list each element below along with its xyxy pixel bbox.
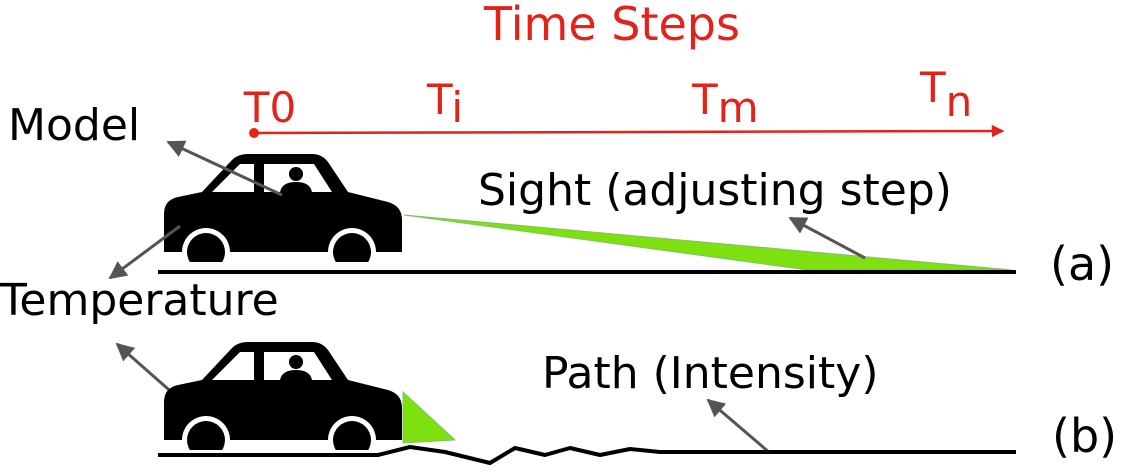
path-pointer-arrow: [706, 398, 771, 455]
panel-label-b: (b): [1052, 409, 1117, 463]
sight-label: Sight (adjusting step): [478, 165, 952, 216]
car-a: [164, 154, 402, 262]
panel-label-a: (a): [1050, 237, 1114, 291]
time-axis-arrow: [253, 124, 1005, 138]
sight-beam: [403, 214, 1013, 271]
time-steps-title: Time Steps: [483, 0, 740, 51]
time-label-tn: Tn: [919, 63, 972, 126]
path-label: Path (Intensity): [542, 348, 879, 399]
model-pointer-arrow: [166, 140, 283, 197]
time-label-ti: Ti: [426, 75, 463, 132]
model-label: Model: [8, 100, 140, 151]
time-label-t0: T0: [243, 83, 296, 132]
road-b: [158, 445, 1016, 465]
time-label-tm: Tm: [691, 75, 759, 132]
car-b: [164, 342, 402, 450]
sight-pointer-arrow: [788, 216, 866, 260]
path-beam: [402, 390, 457, 444]
temperature-pointer-arrow-b: [115, 342, 177, 398]
temperature-pointer-arrow-a: [108, 224, 181, 280]
temperature-label: Temperature: [0, 275, 279, 326]
